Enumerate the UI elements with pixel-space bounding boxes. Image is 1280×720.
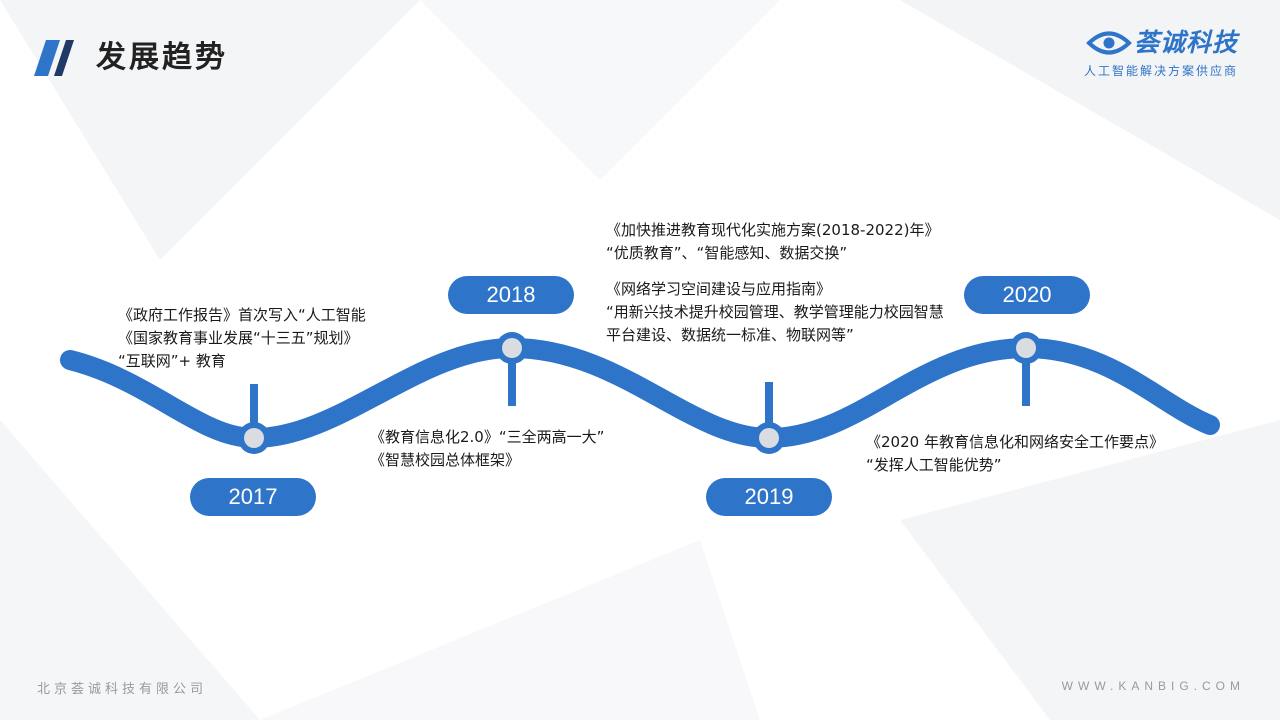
stem-2020 xyxy=(1022,360,1030,406)
event-line: 平台建设、数据统一标准、物联网等” xyxy=(606,326,854,344)
brand-slogan: 人工智能解决方案供应商 xyxy=(1084,64,1239,78)
event-2017-description: 《政府工作报告》首次写入“人工智能 《国家教育事业发展“十三五”规划》 “互联网… xyxy=(118,304,366,373)
node-2017 xyxy=(238,422,270,454)
brand-name: 荟诚科技 xyxy=(1134,28,1239,57)
year-pill-2020: 2020 xyxy=(964,276,1090,314)
footer-website: WWW.KANBIG.COM xyxy=(1061,679,1245,693)
event-line: 《网络学习空间建设与应用指南》 xyxy=(606,280,832,298)
year-pill-2019: 2019 xyxy=(706,478,832,516)
node-2019 xyxy=(753,422,785,454)
event-line: “发挥人工智能优势” xyxy=(866,456,1002,474)
title-slash-icon xyxy=(34,40,74,76)
event-line: 《2020 年教育信息化和网络安全工作要点》 xyxy=(866,433,1164,451)
page-title: 发展趋势 xyxy=(96,40,228,75)
node-2020 xyxy=(1010,332,1042,364)
node-2018 xyxy=(496,332,528,364)
event-line: 《智慧校园总体框架》 xyxy=(370,451,521,469)
event-line: 《国家教育事业发展“十三五”规划》 xyxy=(118,329,359,347)
logo-eye-icon xyxy=(1086,31,1132,55)
stem-2017 xyxy=(250,384,258,428)
event-line: “优质教育”、“智能感知、数据交换” xyxy=(606,244,848,262)
year-pill-2017: 2017 xyxy=(190,478,316,516)
event-2020-description: 《2020 年教育信息化和网络安全工作要点》 “发挥人工智能优势” xyxy=(866,431,1164,477)
event-line: “用新兴技术提升校园管理、教学管理能力校园智慧 xyxy=(606,303,944,321)
year-pill-2018: 2018 xyxy=(448,276,574,314)
event-line: 《教育信息化2.0》“三全两高一大” xyxy=(370,428,605,446)
stem-2018 xyxy=(508,360,516,406)
event-line: 《加快推进教育现代化实施方案(2018-2022)年》 xyxy=(606,221,940,239)
event-line: 《政府工作报告》首次写入“人工智能 xyxy=(118,306,366,324)
event-2018-description: 《教育信息化2.0》“三全两高一大” 《智慧校园总体框架》 xyxy=(370,426,604,472)
event-2019-description: 《加快推进教育现代化实施方案(2018-2022)年》 “优质教育”、“智能感知… xyxy=(606,219,944,347)
event-line: “互联网”+ 教育 xyxy=(118,352,226,370)
footer-company: 北京荟诚科技有限公司 xyxy=(37,682,208,697)
stem-2019 xyxy=(765,382,773,428)
